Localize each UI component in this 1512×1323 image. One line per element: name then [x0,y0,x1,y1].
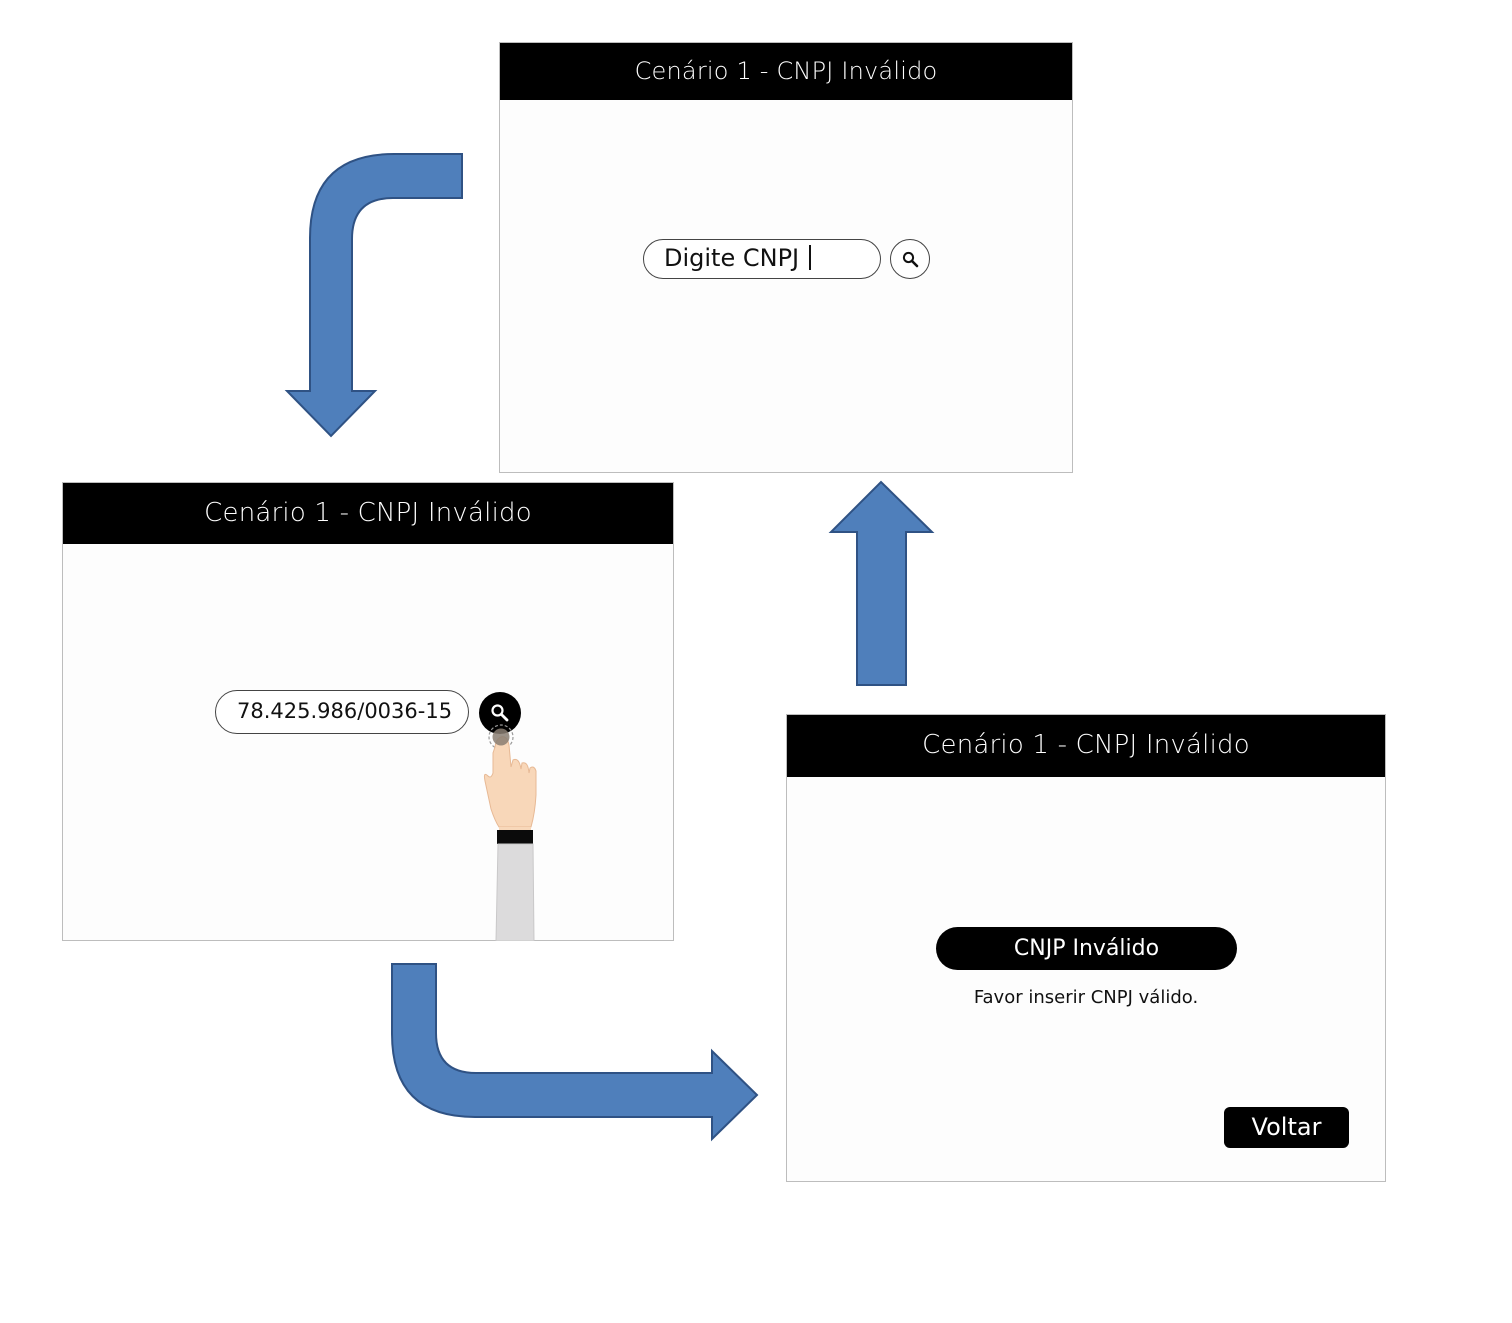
screen-1-enter-cnpj: Cenário 1 - CNPJ Inválido Digite CNPJ [499,42,1073,473]
screen-title: Cenário 1 - CNPJ Inválido [500,43,1072,100]
arrow-screen-1-to-screen-2 [284,153,463,438]
cnpj-input-placeholder: Digite CNPJ [664,244,800,272]
hand-pointer-icon [483,724,537,941]
cnpj-search-input[interactable]: Digite CNPJ [643,239,881,279]
screen-title: Cenário 1 - CNPJ Inválido [63,483,673,544]
search-icon [902,251,919,268]
search-icon [491,704,509,722]
text-caret [809,244,812,270]
cnpj-search-input[interactable]: 78.425.986/0036-15 [215,690,469,734]
back-button[interactable]: Voltar [1224,1107,1349,1148]
screen-title: Cenário 1 - CNPJ Inválido [787,715,1385,777]
error-badge: CNJP Inválido [936,927,1237,970]
error-message: Favor inserir CNPJ válido. [973,987,1199,1008]
search-button[interactable] [479,692,521,734]
arrow-screen-3-to-screen-1 [828,480,935,686]
arrow-screen-2-to-screen-3 [391,963,759,1142]
screen-2-submit-cnpj: Cenário 1 - CNPJ Inválido 78.425.986/003… [62,482,674,941]
search-button[interactable] [890,239,930,279]
screen-3-invalid-cnpj: Cenário 1 - CNPJ Inválido CNJP Inválido … [786,714,1386,1182]
